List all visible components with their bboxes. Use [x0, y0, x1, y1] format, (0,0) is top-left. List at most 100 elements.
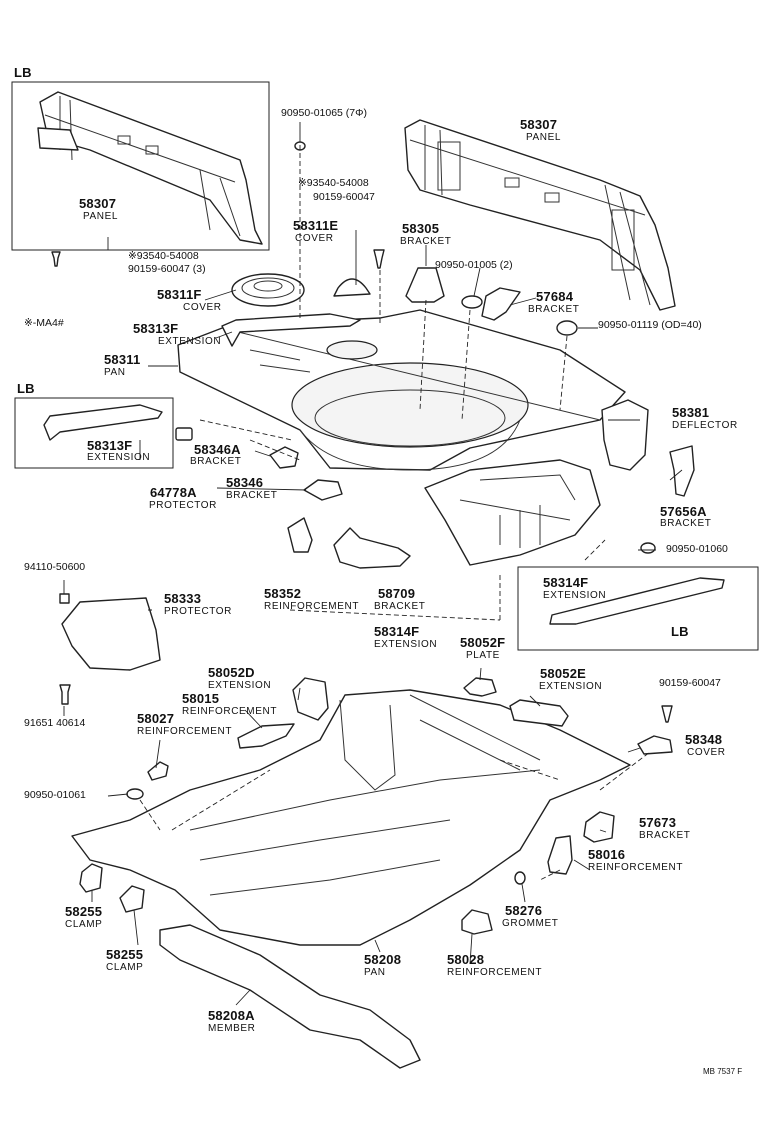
part-58314f-number: 58314F	[374, 624, 420, 639]
part-58015-number: 58015	[182, 691, 220, 706]
part-57673-name: BRACKET	[639, 830, 691, 841]
part-58346-name: BRACKET	[226, 490, 278, 501]
plug-90950-01061-code: 90950-01061	[24, 789, 86, 801]
reinforcement-58028-drawing	[461, 909, 493, 935]
plug-90950-01005-code: 90950-01005 (2)	[435, 259, 513, 271]
part-58028-name: REINFORCEMENT	[447, 967, 543, 978]
part-58027-number: 58027	[137, 711, 175, 726]
bracket-57684-drawing	[481, 287, 521, 321]
lb-part-58314f-number: 58314F	[543, 575, 589, 590]
part-58307-left-number: 58307	[79, 196, 117, 211]
reinforcement-58015-drawing	[237, 723, 295, 749]
lb-inset-frame-extension-f	[517, 566, 759, 651]
member-58208a-drawing	[159, 924, 421, 1069]
part-58052e-number: 58052E	[540, 666, 587, 681]
part-58311-name: PAN	[104, 367, 126, 378]
part-58027-name: REINFORCEMENT	[137, 726, 233, 737]
plug-90950-01061-drawing	[126, 788, 144, 800]
protector-58333-drawing	[61, 597, 161, 671]
part-58307-right-name: PANEL	[526, 132, 562, 143]
bolt-90159-left-code: 90159-60047 (3)	[128, 263, 206, 275]
part-58276-name: GROMMET	[502, 918, 559, 929]
bracket-58346a-drawing	[269, 446, 299, 469]
plug-90950-01060-drawing	[640, 542, 656, 554]
bracket-58346-drawing	[303, 479, 343, 501]
bracket-57656a-drawing	[669, 445, 695, 497]
part-58052d-name: EXTENSION	[208, 680, 272, 691]
extension-58052d-drawing	[292, 677, 329, 721]
part-58346-number: 58346	[226, 475, 264, 490]
bolt-90159-60047-right-code: 90159-60047	[659, 677, 721, 689]
bolt-91651-40614-code: 91651 40614	[24, 717, 86, 729]
clip-94110-50600-code: 94110-50600	[24, 561, 86, 573]
reinforcement-58352-drawing	[287, 517, 313, 553]
bolt-90159-center-code: 90159-60047	[313, 191, 375, 203]
bolt-93540-left-drawing	[51, 251, 61, 267]
part-58311f-number: 58311F	[157, 287, 202, 302]
grommet-58276-drawing	[514, 871, 526, 885]
extension-58313f-drawing	[221, 313, 361, 347]
part-58348-name: COVER	[687, 747, 726, 758]
part-58307-left-name: PANEL	[83, 211, 119, 222]
part-58346a-name: BRACKET	[190, 456, 242, 467]
bracket-58709-drawing	[333, 527, 411, 569]
reinforcement-58016-drawing	[547, 835, 573, 875]
part-58016-name: REINFORCEMENT	[588, 862, 684, 873]
part-57656a-name: BRACKET	[660, 518, 712, 529]
part-58311f-name: COVER	[183, 302, 222, 313]
lb-inset-frame-extension	[14, 397, 174, 469]
part-58311-number: 58311	[104, 352, 141, 367]
part-58305-name: BRACKET	[400, 236, 452, 247]
part-64778a-name: PROTECTOR	[149, 500, 217, 511]
part-57656a-number: 57656A	[660, 504, 707, 519]
part-58381-name: DEFLECTOR	[672, 420, 738, 431]
plug-90950-01119-drawing	[556, 320, 578, 336]
lb-part-58313f-number: 58313F	[87, 438, 133, 453]
part-58208-number: 58208	[364, 952, 402, 967]
cover-58348-drawing	[637, 735, 673, 755]
part-58352-name: REINFORCEMENT	[264, 601, 360, 612]
lb-inset-frame-panel	[11, 81, 270, 251]
bracket-58305-drawing	[405, 267, 445, 303]
plate-58052f-drawing	[463, 677, 497, 697]
rear-floor-section-drawing	[424, 459, 601, 566]
part-58208-name: PAN	[364, 967, 386, 978]
bolt-93540-center-drawing	[373, 249, 385, 269]
clamp-58255-a-drawing	[79, 863, 103, 893]
lb-panel-58307-drawing	[37, 91, 263, 245]
pan-58311-drawing	[177, 309, 626, 471]
part-58313f-number: 58313F	[133, 321, 179, 336]
part-58352-number: 58352	[264, 586, 302, 601]
footer-code: MB 7537 F	[703, 1067, 743, 1076]
bolt-90159-60047-drawing	[661, 705, 673, 723]
part-58311e-name: COVER	[295, 233, 334, 244]
part-58381-number: 58381	[672, 405, 710, 420]
part-58276-number: 58276	[505, 903, 543, 918]
panel-58307-drawing	[404, 119, 676, 311]
leader-lines	[63, 122, 683, 1006]
part-58028-number: 58028	[447, 952, 485, 967]
deflector-58381-drawing	[601, 399, 649, 471]
bolt-93540-center-code: ※93540-54008	[298, 177, 369, 189]
plug-90950-01065-code: 90950-01065 (7Φ)	[281, 107, 368, 119]
part-58709-name: BRACKET	[374, 601, 426, 612]
reinforcement-58027-drawing	[147, 761, 169, 781]
part-64778a-number: 64778A	[150, 485, 197, 500]
part-58307-right-number: 58307	[520, 117, 558, 132]
part-58052f-name: PLATE	[466, 650, 500, 661]
part-57684-name: BRACKET	[528, 304, 580, 315]
part-58255-a-number: 58255	[65, 904, 103, 919]
part-57684-number: 57684	[536, 289, 574, 304]
part-58333-number: 58333	[164, 591, 202, 606]
part-58305-number: 58305	[402, 221, 440, 236]
clip-94110-drawing	[59, 593, 70, 604]
clamp-58255-b-drawing	[119, 885, 145, 913]
bracket-57673-drawing	[583, 811, 615, 843]
part-58314f-name: EXTENSION	[374, 639, 438, 650]
lb-part-58313f-name: EXTENSION	[87, 452, 151, 463]
part-58311e-number: 58311E	[293, 218, 339, 233]
floor-pan-58208-drawing	[71, 689, 631, 946]
part-58709-number: 58709	[378, 586, 416, 601]
part-58016-number: 58016	[588, 847, 626, 862]
